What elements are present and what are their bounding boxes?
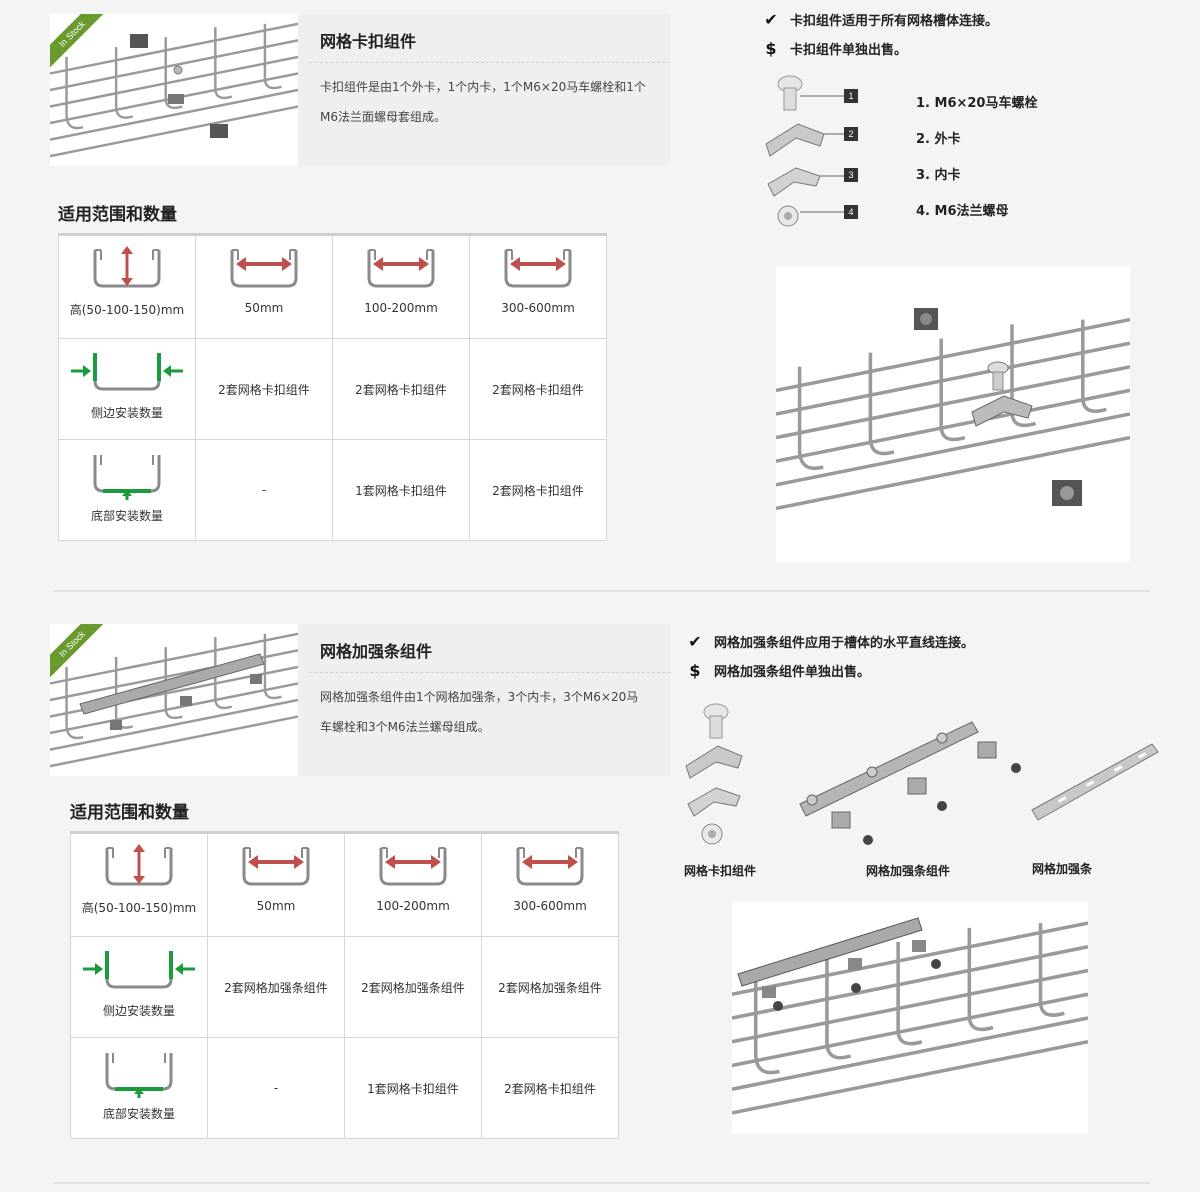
usage-quantity-table: 高(50-100-150)mm 50mm 100-200mm 300-600mm… <box>70 831 619 1139</box>
width-arrow-icon <box>361 244 441 294</box>
table-title: 适用范围和数量 <box>70 803 189 823</box>
header-cell-width-50: 50mm <box>195 234 333 339</box>
description-line: 卡扣组件是由1个外卡，1个内卡，1个M6×20马车螺栓和1个 <box>320 80 646 94</box>
section-divider <box>54 1182 1150 1184</box>
cell-side-300-600: 2套网格加强条组件 <box>481 936 619 1038</box>
header-cell-width-300-600: 300-600mm <box>469 234 607 339</box>
check-icon: ✔ <box>688 632 702 651</box>
cell-bottom-100-200: 1套网格卡扣组件 <box>344 1037 482 1139</box>
width-arrow-icon <box>373 842 453 892</box>
description-line: M6法兰面螺母套组成。 <box>320 110 446 124</box>
caption-reinforcement-kit: 网格加强条组件 <box>866 864 951 878</box>
cell-side-50: 2套网格卡扣组件 <box>195 338 333 440</box>
side-install-icon <box>71 351 183 391</box>
feature-applicability: ✔卡扣组件适用于所有网格槽体连接。 <box>760 10 998 29</box>
product-card-clamp: In Stock 网格卡扣组件 卡扣组件是由1个外卡，1个内卡，1个M6×20马… <box>50 14 670 166</box>
caption-reinforcement-strip: 网格加强条 <box>1032 862 1093 876</box>
check-icon: ✔ <box>764 10 778 29</box>
row-label-side: 侧边安装数量 <box>58 338 196 440</box>
cell-side-100-200: 2套网格卡扣组件 <box>332 338 470 440</box>
usage-quantity-table: 高(50-100-150)mm 50mm 100-200mm 300-600mm… <box>58 233 607 541</box>
bottom-install-icon <box>99 1046 179 1098</box>
cell-bottom-50: - <box>195 439 333 541</box>
width-arrow-icon <box>498 244 578 294</box>
cell-bottom-100-200: 1套网格卡扣组件 <box>332 439 470 541</box>
cell-side-300-600: 2套网格卡扣组件 <box>469 338 607 440</box>
width-arrow-icon <box>224 244 304 294</box>
part-label-outer-clip: 2. 外卡 <box>916 132 961 147</box>
product-card-reinforcement: In Stock 网格加强条组件 网格加强条组件由1个网格加强条，3个内卡，3个… <box>50 624 670 776</box>
width-arrow-icon <box>236 842 316 892</box>
reinforcement-installed-image <box>732 902 1088 1134</box>
clamp-installed-image <box>776 266 1130 562</box>
cell-side-100-200: 2套网格加强条组件 <box>344 936 482 1038</box>
clamp-parts-exploded-view <box>765 75 844 227</box>
description-line: 车螺栓和3个M6法兰螺母组成。 <box>320 720 490 734</box>
feature-applicability: ✔网格加强条组件应用于槽体的水平直线连接。 <box>684 632 974 651</box>
feature-sold-separately: $网格加强条组件单独出售。 <box>684 661 870 680</box>
reinforcement-kit-parts-image <box>799 721 1021 845</box>
header-cell-height: 高(50-100-150)mm <box>58 234 196 339</box>
header-cell-height: 高(50-100-150)mm <box>70 832 208 937</box>
header-cell-width-100-200: 100-200mm <box>332 234 470 339</box>
table-title: 适用范围和数量 <box>58 205 177 225</box>
header-cell-width-300-600: 300-600mm <box>481 832 619 937</box>
header-cell-width-100-200: 100-200mm <box>344 832 482 937</box>
clamp-mesh-image <box>50 22 298 158</box>
cell-side-50: 2套网格加强条组件 <box>207 936 345 1038</box>
height-arrow-icon <box>87 246 167 294</box>
reinforcement-mesh-image <box>50 632 298 768</box>
dollar-icon: $ <box>689 661 701 680</box>
bottom-install-icon <box>87 448 167 500</box>
description-line: 网格加强条组件由1个网格加强条，3个内卡，3个M6×20马 <box>320 690 639 704</box>
product-description: 网格加强条组件由1个网格加强条，3个内卡，3个M6×20马 车螺栓和3个M6法兰… <box>320 682 660 742</box>
part-number-4: 4 <box>844 205 858 219</box>
cell-bottom-300-600: 2套网格卡扣组件 <box>469 439 607 541</box>
caption-clamp-kit: 网格卡扣组件 <box>684 864 757 878</box>
feature-sold-separately: $卡扣组件单独出售。 <box>760 39 907 58</box>
header-cell-width-50: 50mm <box>207 832 345 937</box>
height-arrow-icon <box>99 844 179 892</box>
part-label-inner-clip: 3. 内卡 <box>916 168 961 183</box>
part-label-bolt: 1. M6×20马车螺栓 <box>916 96 1038 111</box>
part-number-3: 3 <box>844 168 858 182</box>
row-label-bottom: 底部安装数量 <box>58 439 196 541</box>
clamp-kit-parts-image <box>685 703 743 845</box>
title-divider <box>310 672 670 673</box>
clamp-product-photo: In Stock <box>50 14 298 166</box>
part-number-2: 2 <box>844 127 858 141</box>
row-label-bottom: 底部安装数量 <box>70 1037 208 1139</box>
part-number-1: 1 <box>844 89 858 103</box>
product-description: 卡扣组件是由1个外卡，1个内卡，1个M6×20马车螺栓和1个 M6法兰面螺母套组… <box>320 72 660 132</box>
section-divider <box>54 590 1150 592</box>
cell-bottom-300-600: 2套网格卡扣组件 <box>481 1037 619 1139</box>
row-label-side: 侧边安装数量 <box>70 936 208 1038</box>
part-label-nut: 4. M6法兰螺母 <box>916 204 1009 219</box>
cell-bottom-50: - <box>207 1037 345 1139</box>
product-title: 网格加强条组件 <box>320 642 433 661</box>
width-arrow-icon <box>510 842 590 892</box>
side-install-icon <box>83 949 195 989</box>
reinforcement-strip-image <box>1031 743 1159 821</box>
product-title: 网格卡扣组件 <box>320 32 417 51</box>
title-divider <box>310 62 670 63</box>
dollar-icon: $ <box>765 39 777 58</box>
reinforcement-product-photo: In Stock <box>50 624 298 776</box>
